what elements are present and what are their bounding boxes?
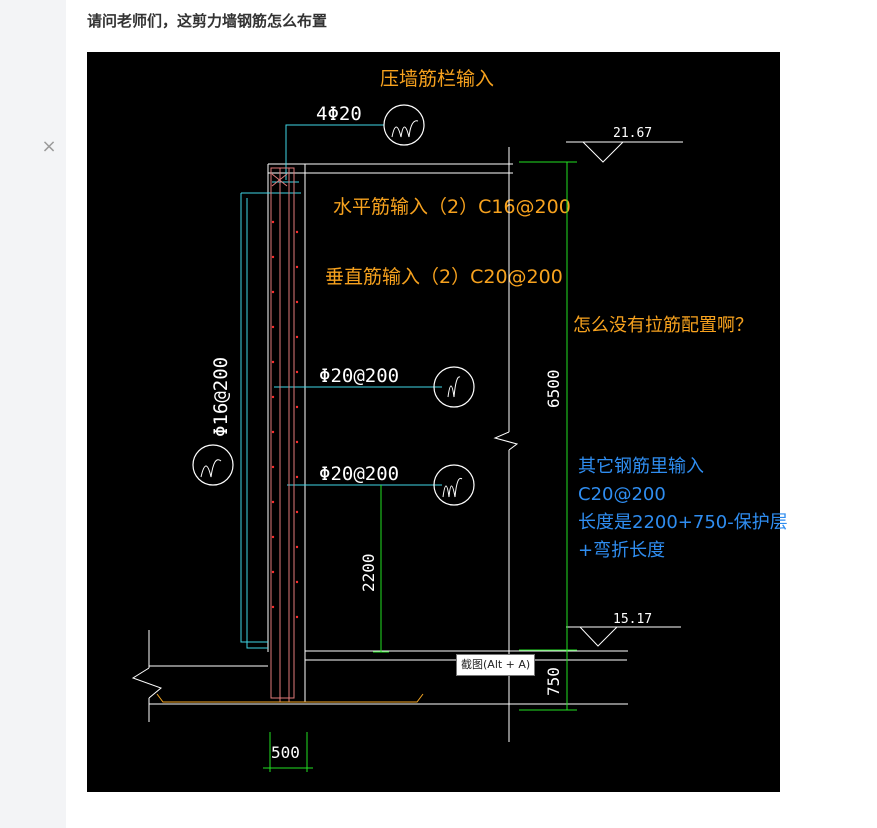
label-dim-height: 6500: [544, 369, 563, 408]
label-rebar-top: 4Φ20: [316, 103, 362, 125]
annotation-horizontal-bar: 水平筋输入（2）C16@200: [333, 196, 571, 218]
label-dim-2200: 2200: [359, 553, 378, 592]
annotation-question: 怎么没有拉筋配置啊？: [573, 315, 753, 336]
marker-glyph-3: [442, 477, 463, 498]
footing-rebar: [156, 693, 424, 703]
label-rebar-mid2: Φ20@200: [319, 463, 399, 485]
rebar-markers: [192, 104, 475, 506]
post-title: 请问老师们，这剪力墙钢筋怎么布置: [87, 12, 328, 30]
cad-drawing-image: 压墙筋栏输入 水平筋输入（2）C16@200 垂直筋输入（2）C20@200 怎…: [87, 52, 788, 792]
annotation-other-line3: 长度是2200+750-保护层: [578, 512, 788, 533]
label-elev-bottom: 15.17: [613, 612, 652, 627]
label-elev-top: 21.67: [613, 126, 652, 141]
left-sidebar: [0, 0, 66, 828]
annotation-other-line4: +弯折长度: [578, 540, 665, 561]
label-rebar-mid1: Φ20@200: [319, 365, 399, 387]
rebar-cyan: [240, 124, 442, 649]
rebar-pink: [270, 167, 295, 702]
label-rebar-side: Φ16@200: [210, 357, 232, 437]
rebar-dots: [271, 220, 299, 619]
marker-glyph-2: [447, 376, 461, 398]
close-icon[interactable]: ×: [41, 136, 57, 157]
annotation-vertical-bar: 垂直筋输入（2）C20@200: [325, 266, 563, 288]
label-dim-750: 750: [544, 667, 563, 696]
dimension-lines: [263, 161, 577, 772]
annotation-other-line1: 其它钢筋里输入: [578, 456, 704, 477]
label-dim-500: 500: [271, 743, 300, 762]
screenshot-tooltip: 截图(Alt + A): [456, 654, 536, 676]
marker-glyph-4: [200, 459, 222, 478]
annotation-other-line2: C20@200: [578, 484, 666, 505]
annotation-top-bar: 压墙筋栏输入: [380, 68, 494, 90]
marker-glyph-1: [391, 120, 419, 138]
wall-outline: [131, 141, 683, 742]
